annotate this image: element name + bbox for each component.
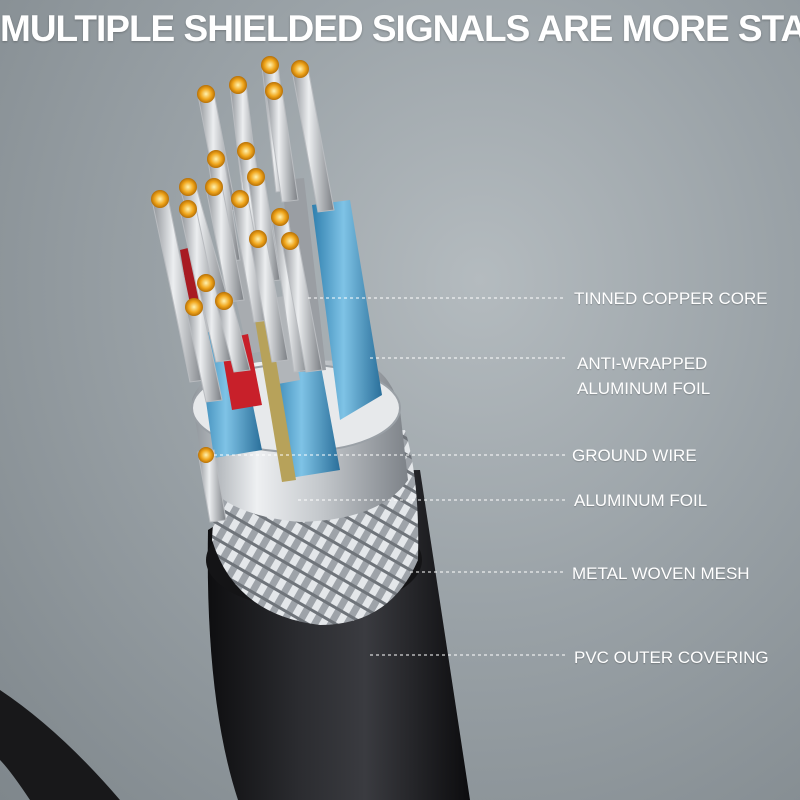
copper-tip [205,178,223,196]
copper-tip [151,190,169,208]
copper-tip [179,178,197,196]
label-anti-wrapped-aluminum-foil: ANTI-WRAPPED ALUMINUM FOIL [577,351,710,401]
blue-foil-pair-right [312,200,382,420]
copper-tip [198,447,214,463]
copper-tip [229,76,247,94]
copper-tip [185,298,203,316]
background-cable [0,690,120,800]
label-aluminum-foil: ALUMINUM FOIL [574,491,708,510]
copper-tip [179,200,197,218]
copper-tip [271,208,289,226]
copper-tip [237,142,255,160]
label-metal-woven-mesh: METAL WOVEN MESH [572,564,750,583]
copper-tip [197,274,215,292]
copper-tip [247,168,265,186]
copper-tip [207,150,225,168]
label-tinned-copper-core: TINNED COPPER CORE [574,289,768,308]
leader-lines [214,297,566,656]
copper-tip [249,230,267,248]
page-title: MULTIPLE SHIELDED SIGNALS ARE MORE STABL [0,8,800,49]
copper-tip [215,292,233,310]
label-anti-wrapped-line2: ALUMINUM FOIL [577,379,711,398]
copper-tip [281,232,299,250]
copper-tip [231,190,249,208]
copper-tip [197,85,215,103]
label-anti-wrapped-line1: ANTI-WRAPPED [577,354,708,373]
copper-tips [151,56,309,463]
copper-tip [291,60,309,78]
copper-tip [261,56,279,74]
label-ground-wire: GROUND WIRE [572,446,697,465]
copper-tip [265,82,283,100]
label-pvc-outer-covering: PVC OUTER COVERING [574,648,769,667]
